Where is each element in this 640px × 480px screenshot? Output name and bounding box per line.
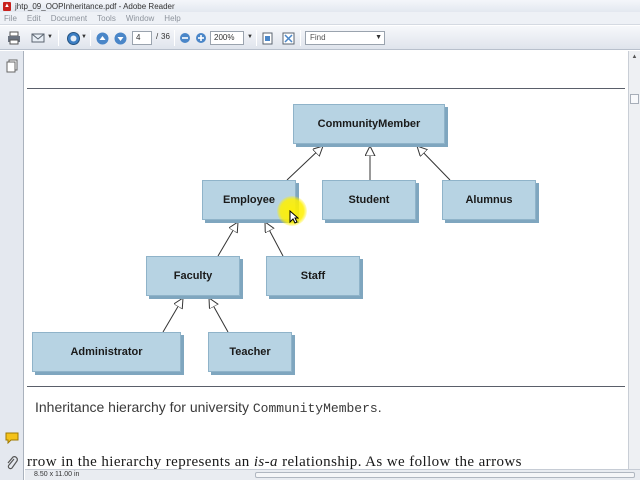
email-dropdown-icon[interactable]: ▼ bbox=[47, 34, 53, 40]
edge-teacher-faculty bbox=[209, 298, 229, 333]
previous-page-button[interactable] bbox=[94, 30, 110, 46]
zoom-in-button[interactable] bbox=[193, 30, 209, 46]
paperclip-icon bbox=[7, 456, 18, 470]
arrow-down-icon bbox=[114, 32, 126, 44]
body-text-post: relationship. As we follow the arrows bbox=[277, 454, 522, 469]
body-text-emphasis: is-a bbox=[253, 454, 278, 469]
comments-panel-button[interactable] bbox=[5, 431, 19, 445]
email-icon bbox=[31, 33, 45, 43]
navigation-pane bbox=[0, 51, 24, 480]
toolbar-separator bbox=[90, 30, 91, 46]
collaborate-icon bbox=[66, 31, 80, 45]
email-button[interactable] bbox=[30, 30, 46, 46]
find-dropdown-icon[interactable]: ▼ bbox=[375, 34, 382, 41]
zoom-level-select[interactable]: 200% bbox=[210, 31, 244, 45]
caption-text: Inheritance hierarchy for university bbox=[35, 399, 253, 415]
comment-icon bbox=[5, 432, 19, 444]
document-page[interactable]: CommunityMember Employee Student Alumnus… bbox=[25, 51, 628, 469]
print-icon bbox=[8, 31, 20, 45]
scroll-up-icon[interactable]: ▲ bbox=[631, 54, 638, 60]
zoom-out-icon bbox=[180, 33, 190, 43]
find-input[interactable]: Find ▼ bbox=[305, 31, 385, 45]
hierarchy-edges bbox=[162, 51, 451, 333]
node-staff: Staff bbox=[266, 256, 360, 296]
top-rule bbox=[27, 88, 625, 89]
pages-icon bbox=[6, 59, 18, 73]
menu-file[interactable]: File bbox=[4, 13, 17, 23]
toolbar-separator bbox=[300, 30, 301, 46]
edge-employee-communitymember bbox=[286, 146, 323, 181]
adobe-reader-icon: ▲ bbox=[3, 1, 11, 11]
full-screen-icon bbox=[282, 32, 294, 44]
menu-window[interactable]: Window bbox=[125, 13, 155, 23]
horizontal-scroll-thumb[interactable] bbox=[255, 472, 635, 478]
menu-document[interactable]: Document bbox=[50, 13, 88, 23]
figure-caption: Inheritance hierarchy for university Com… bbox=[35, 399, 382, 416]
find-placeholder: Find bbox=[310, 33, 326, 42]
next-page-button[interactable] bbox=[112, 30, 128, 46]
menu-edit[interactable]: Edit bbox=[26, 13, 41, 23]
toolbar-separator bbox=[174, 30, 175, 46]
mouse-cursor-icon bbox=[289, 210, 299, 224]
node-community-member: CommunityMember bbox=[293, 104, 445, 144]
title-bar: ▲ jhtp_09_OOPInheritance.pdf - Adobe Rea… bbox=[0, 0, 640, 12]
page-separator: / bbox=[156, 32, 159, 41]
caption-suffix: . bbox=[377, 399, 382, 415]
bottom-rule bbox=[27, 386, 625, 387]
page-number-input[interactable]: 4 bbox=[132, 31, 152, 45]
node-teacher: Teacher bbox=[208, 332, 292, 372]
vertical-scrollbar[interactable]: ▲ bbox=[628, 51, 640, 469]
menu-help[interactable]: Help bbox=[164, 13, 181, 23]
node-alumnus: Alumnus bbox=[442, 180, 536, 220]
edge-staff-employee bbox=[265, 222, 284, 257]
status-bar: 8.50 x 11.00 in bbox=[25, 469, 640, 480]
collaborate-dropdown-icon[interactable]: ▼ bbox=[81, 34, 87, 40]
node-administrator: Administrator bbox=[32, 332, 181, 372]
scroll-thumb[interactable] bbox=[630, 94, 639, 104]
node-student: Student bbox=[322, 180, 416, 220]
edge-faculty-employee bbox=[217, 222, 238, 257]
toolbar: ▼ ▼ 4 / 36 200% ▼ Fin bbox=[0, 26, 640, 50]
toolbar-separator bbox=[256, 30, 257, 46]
full-screen-button[interactable] bbox=[280, 30, 296, 46]
zoom-out-button[interactable] bbox=[177, 30, 193, 46]
collaborate-button[interactable] bbox=[65, 30, 81, 46]
cursor-highlight bbox=[277, 196, 307, 226]
window-title: jhtp_09_OOPInheritance.pdf - Adobe Reade… bbox=[15, 1, 175, 11]
node-faculty: Faculty bbox=[146, 256, 240, 296]
zoom-in-icon bbox=[196, 33, 206, 43]
attachments-panel-button[interactable] bbox=[5, 456, 19, 470]
pages-panel-button[interactable] bbox=[5, 59, 19, 73]
print-button[interactable] bbox=[6, 30, 22, 46]
edge-administrator-faculty bbox=[162, 298, 183, 333]
toolbar-separator bbox=[58, 30, 59, 46]
menu-tools[interactable]: Tools bbox=[97, 13, 116, 23]
edge-alumnus-communitymember bbox=[417, 146, 451, 181]
arrow-up-icon bbox=[96, 32, 108, 44]
page-size-label: 8.50 x 11.00 in bbox=[34, 471, 80, 478]
zoom-dropdown-icon[interactable]: ▼ bbox=[247, 34, 253, 40]
fit-width-button[interactable] bbox=[259, 30, 275, 46]
body-text-pre: rrow in the hierarchy represents an bbox=[27, 454, 254, 469]
body-paragraph: rrow in the hierarchy represents an is-a… bbox=[27, 454, 522, 469]
fit-page-icon bbox=[262, 32, 272, 44]
caption-code: CommunityMembers bbox=[252, 401, 378, 416]
menu-bar: File Edit Document Tools Window Help bbox=[0, 12, 640, 25]
page-total: 36 bbox=[161, 32, 170, 41]
